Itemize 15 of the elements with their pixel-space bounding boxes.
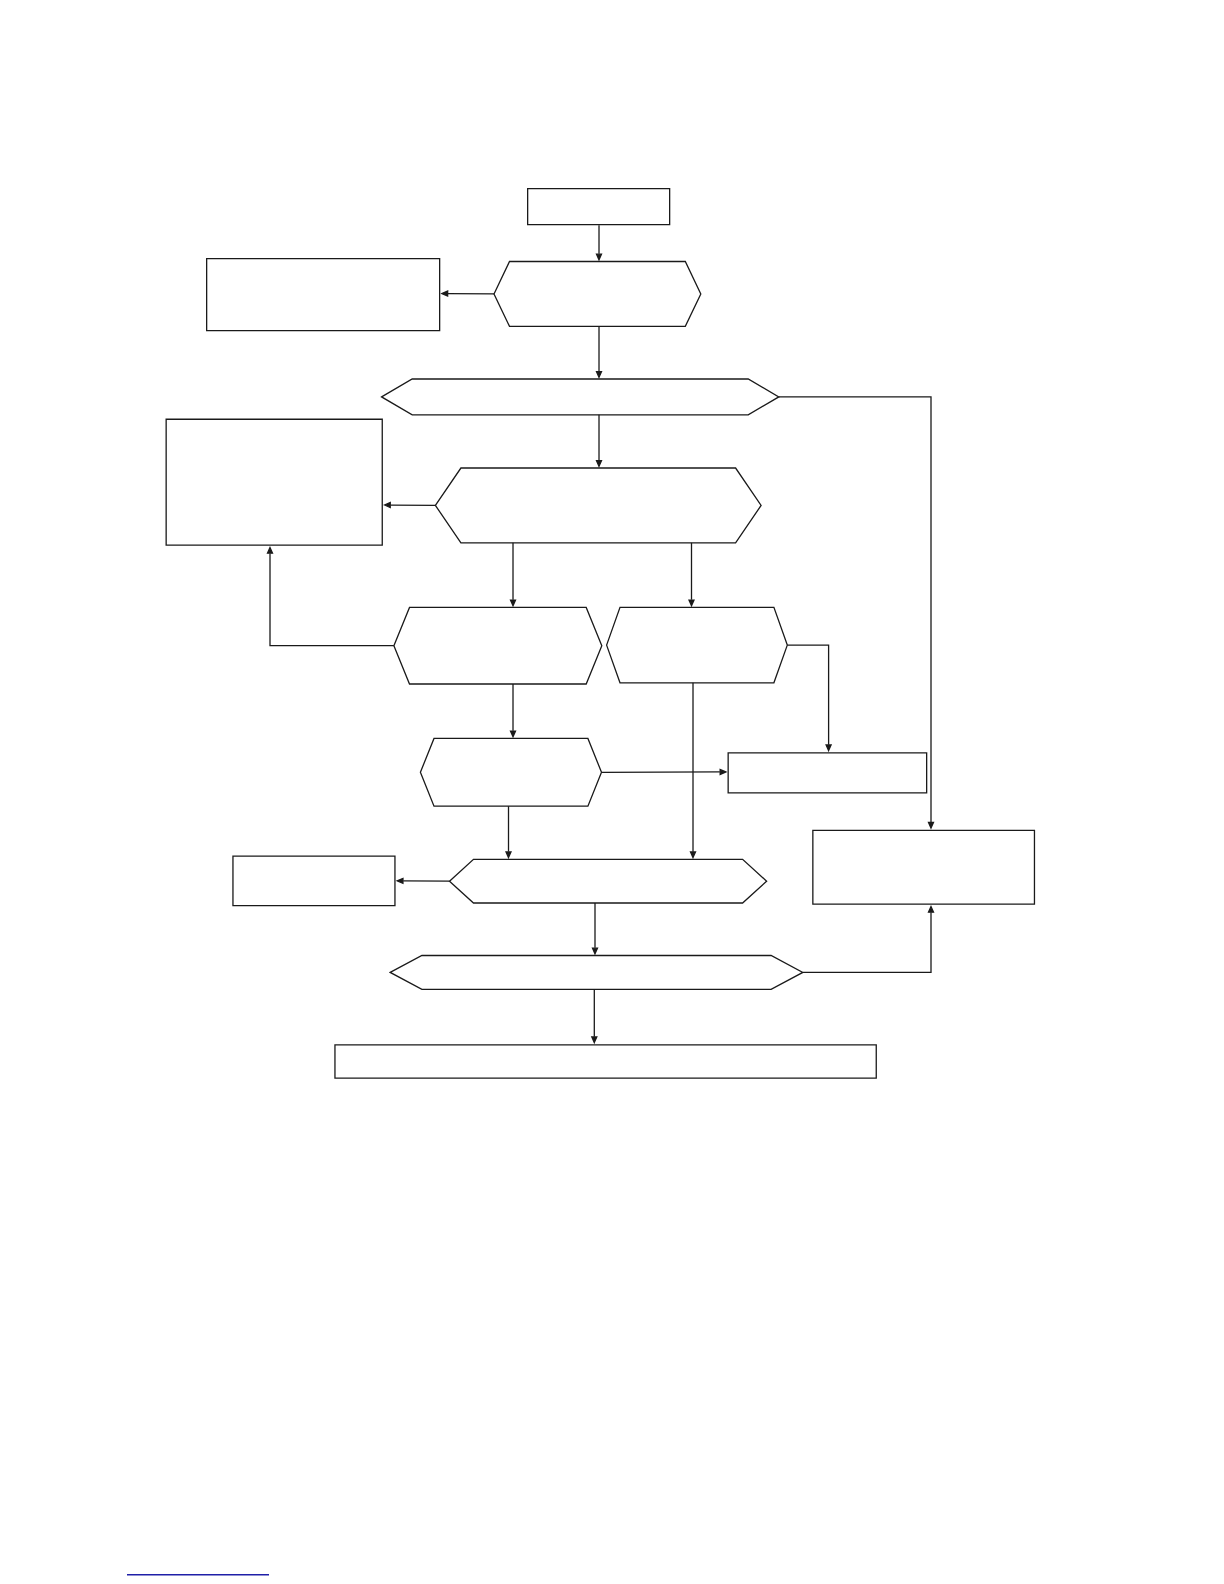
process-box <box>727 752 928 794</box>
process-box <box>206 258 441 332</box>
hexagon-box <box>419 737 603 807</box>
process-box <box>165 418 383 546</box>
hexagon-box <box>493 260 702 328</box>
process-box <box>334 1044 877 1079</box>
arrow <box>383 501 437 509</box>
process-box <box>527 188 671 226</box>
hexagon-box <box>393 606 603 685</box>
hexagon-box <box>380 378 781 416</box>
hexagon-box <box>605 606 788 684</box>
hexagon-box <box>434 467 762 544</box>
process-box <box>232 855 396 907</box>
process-box <box>812 829 1036 905</box>
hexagon-box <box>448 858 768 904</box>
